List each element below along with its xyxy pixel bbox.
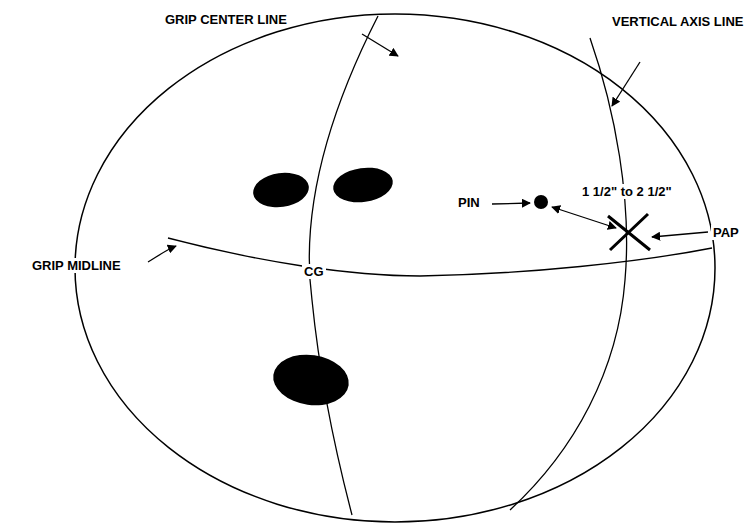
distance-arrow (552, 207, 616, 228)
pin-dot (534, 195, 548, 209)
label-text: GRIP CENTER LINE (163, 12, 289, 27)
label-text: VERTICAL AXIS LINE (610, 14, 745, 29)
leader-arrow (362, 34, 398, 56)
leader-arrow (652, 232, 708, 237)
label-text: PIN (456, 195, 482, 210)
thumb-hole (270, 350, 352, 410)
finger-hole (251, 169, 311, 210)
leader-arrow (492, 203, 530, 204)
label-text: PAP (711, 225, 741, 240)
finger-hole (331, 164, 395, 206)
label-text: CG (302, 264, 326, 279)
ball-outline (75, 14, 715, 522)
grip-midline (168, 238, 712, 276)
pap-mark (608, 214, 650, 250)
leader-arrow (612, 62, 640, 106)
label-text: GRIP MIDLINE (30, 258, 123, 273)
vertical-axis-line (510, 38, 627, 510)
leader-arrow (148, 246, 176, 262)
label-text: 1 1/2" to 2 1/2" (580, 184, 674, 199)
